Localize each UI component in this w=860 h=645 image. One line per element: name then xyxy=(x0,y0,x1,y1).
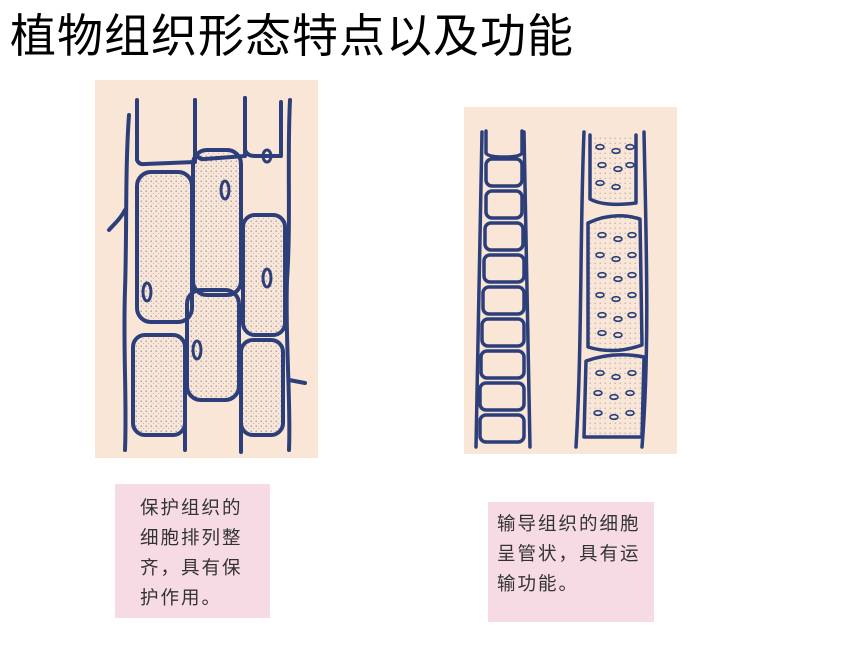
page-title: 植物组织形态特点以及功能 xyxy=(10,9,574,63)
protective-tissue-illustration xyxy=(95,80,318,458)
protective-tissue-drawing xyxy=(107,96,307,454)
conducting-tissue-caption: 输导组织的细胞呈管状，具有运输功能。 xyxy=(488,502,654,622)
conducting-tissue-illustration xyxy=(464,107,677,454)
protective-tissue-caption: 保护组织的细胞排列整齐，具有保护作用。 xyxy=(115,484,270,618)
conducting-tissue-drawing xyxy=(474,129,649,449)
